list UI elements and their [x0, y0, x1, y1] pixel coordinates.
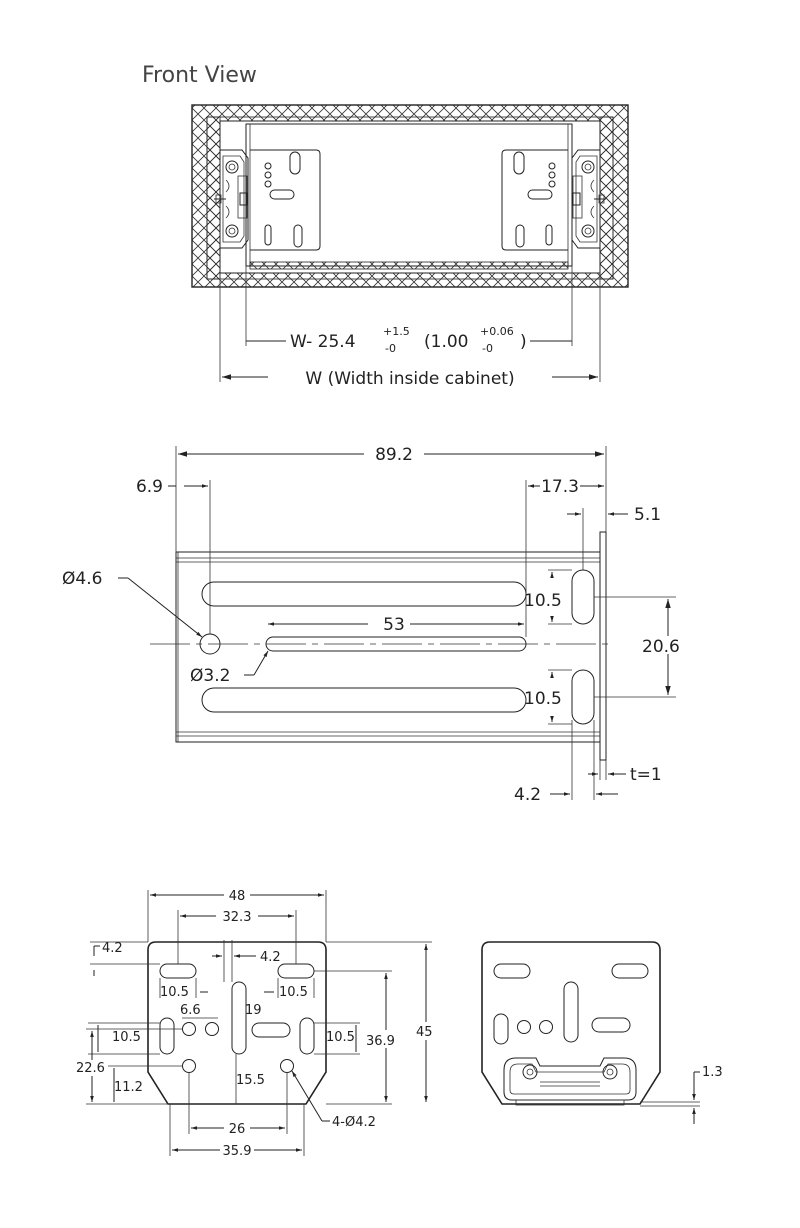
dim-slot-lower: 10.5: [524, 689, 562, 709]
assembled-dimensions: 1.3: [640, 1065, 723, 1124]
rail-body: [175, 531, 607, 761]
dim-side-right: 10.5: [326, 1030, 355, 1045]
assembled-slide-mechanism: [503, 1057, 637, 1106]
dim-hole-small: Ø3.2: [190, 666, 230, 686]
dim-height-lower: 22.6: [76, 1061, 105, 1076]
dim-slot-spacing: 20.6: [642, 637, 680, 657]
assembled-view: 1.3: [481, 941, 723, 1124]
dim-slot-span: 32.3: [223, 910, 252, 925]
drawer-box: [245, 123, 573, 270]
dim-overall-length: 89.2: [375, 445, 413, 465]
dim-slot-upper: 10.5: [524, 591, 562, 611]
right-slide-mechanism: [571, 149, 606, 249]
cabinet-walls: [191, 104, 629, 288]
dim-bottom-span: 26: [229, 1122, 246, 1137]
dim-bottom-offset: 4.2: [514, 785, 541, 805]
inner-width-sub: -0: [385, 342, 396, 355]
dim-holes: 4-Ø4.2: [332, 1115, 376, 1130]
dim-slot-length: 53: [383, 615, 405, 635]
cabinet-width-label: W (Width inside cabinet): [305, 369, 514, 389]
front-dimensions: W- 25.4 +1.5 -0 (1.00 +0.06 -0 ) W (Widt…: [219, 266, 601, 389]
side-view: 89.2 6.9 17.3 5.1 Ø4.6 Ø3.2 53: [62, 445, 690, 805]
front-view: Front View: [142, 63, 629, 389]
dim-top-left: 4.2: [102, 941, 123, 956]
dim-flange-offset: 5.1: [634, 505, 661, 525]
dim-gap: 1.3: [702, 1065, 723, 1080]
left-slide-mechanism: [214, 149, 249, 249]
left-bracket-plate: [250, 149, 321, 251]
assembled-bracket-outline: [481, 941, 661, 1105]
inner-width-paren-sup: +0.06: [480, 325, 514, 338]
dim-bottom-hole: 11.2: [114, 1080, 143, 1095]
dim-slot-right: 10.5: [279, 985, 308, 1000]
front-view-title: Front View: [142, 63, 257, 88]
right-bracket-plate: [501, 149, 568, 251]
inner-width-prefix: W- 25.4: [290, 332, 356, 352]
inner-width-paren-close: ): [520, 332, 527, 352]
bracket-view: 48 32.3 4.2 4.2 10.5 10.5: [76, 889, 433, 1159]
dim-side-left: 10.5: [112, 1030, 141, 1045]
dim-bracket-width: 48: [229, 889, 246, 904]
inner-width-sup: +1.5: [383, 325, 410, 338]
dim-slot-left: 10.5: [160, 985, 189, 1000]
dim-hole-large: Ø4.6: [62, 569, 102, 589]
bracket-outline: [147, 941, 327, 1105]
dim-center-offset: 15.5: [236, 1073, 265, 1088]
dim-end-offset: 17.3: [541, 477, 579, 497]
side-dimensions: 89.2 6.9 17.3 5.1 Ø4.6 Ø3.2 53: [62, 445, 690, 805]
dim-center-slot: 19: [245, 1003, 262, 1018]
dim-height-total: 45: [416, 1025, 433, 1040]
dim-top-mid: 4.2: [260, 950, 281, 965]
inner-width-paren-sub: -0: [482, 342, 493, 355]
dim-thickness: t=1: [630, 765, 662, 785]
dim-bottom-width: 35.9: [223, 1144, 252, 1159]
inner-width-paren-open: (1.00: [424, 332, 468, 352]
bracket-dimensions: 48 32.3 4.2 4.2 10.5 10.5: [76, 889, 433, 1159]
dim-height-inner: 36.9: [366, 1034, 395, 1049]
dim-hole-offset: 6.9: [136, 477, 163, 497]
dim-hole-spacing: 6.6: [180, 1003, 201, 1018]
